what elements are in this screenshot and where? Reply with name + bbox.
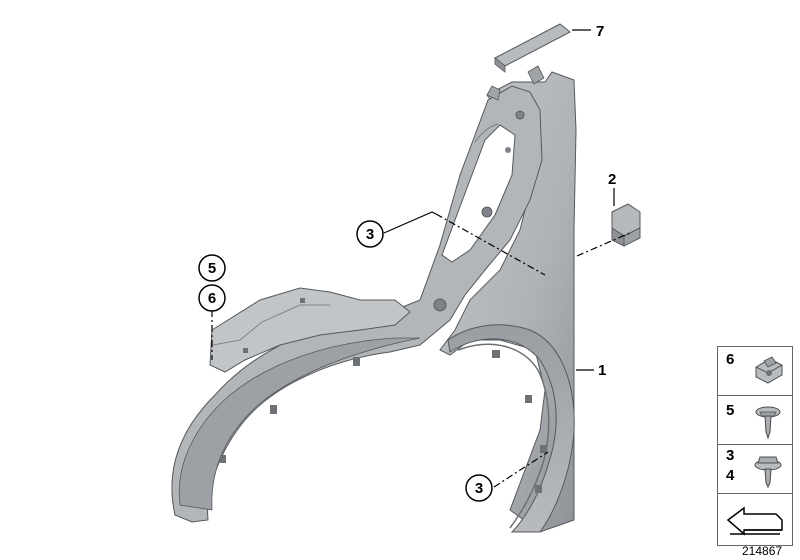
svg-text:6: 6 xyxy=(208,290,216,307)
fender-panel xyxy=(439,71,577,533)
label-item-2: 2 xyxy=(608,171,616,188)
legend-row-bolt: 3 4 xyxy=(718,445,792,494)
legend-row-clip-nut: 6 xyxy=(718,347,792,396)
svg-text:3: 3 xyxy=(366,226,374,243)
callout-item-3-lower: 3 xyxy=(465,474,493,502)
label-item-1: 1 xyxy=(598,362,606,379)
svg-text:5: 5 xyxy=(208,260,216,277)
callout-item-5: 5 xyxy=(198,254,226,282)
wheel-housing-support xyxy=(171,65,547,523)
leader-lines xyxy=(211,29,633,488)
direction-arrow-icon xyxy=(726,506,783,536)
bracket-part xyxy=(611,203,641,247)
clip-nut-icon xyxy=(755,356,783,384)
legend-row-screw: 5 xyxy=(718,396,792,445)
svg-text:3: 3 xyxy=(475,480,483,497)
fastener-legend: 6 5 3 4 xyxy=(717,346,793,546)
callout-item-6: 6 xyxy=(198,284,226,312)
trim-strip-part xyxy=(494,23,571,73)
callout-item-3-upper: 3 xyxy=(356,220,384,248)
legend-number: 4 xyxy=(726,467,735,484)
diagram-number: 214867 xyxy=(742,544,783,558)
legend-number: 5 xyxy=(726,402,735,419)
screw-icon xyxy=(755,406,781,440)
legend-number: 6 xyxy=(726,351,735,368)
label-item-7: 7 xyxy=(596,23,604,40)
hex-bolt-icon xyxy=(754,456,782,489)
legend-row-arrow xyxy=(718,494,792,544)
legend-number: 3 xyxy=(726,447,735,464)
